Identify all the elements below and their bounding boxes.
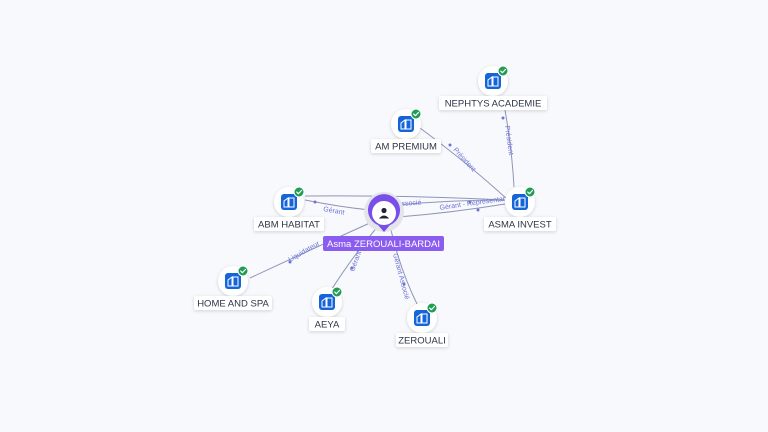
company-label-bg xyxy=(194,296,272,310)
company-name: AM PREMIUM xyxy=(375,142,437,153)
person-icon xyxy=(378,207,390,219)
building-icon xyxy=(281,194,297,210)
edge-arrow xyxy=(288,260,292,264)
company-name: ZEROUALI xyxy=(398,336,446,347)
edge-person-zerouali xyxy=(389,225,419,307)
check-badge-icon xyxy=(524,186,536,198)
edge-arrow xyxy=(468,200,472,204)
company-node-asma[interactable]: ASMA INVEST xyxy=(484,186,556,231)
edge-arrow xyxy=(501,116,505,120)
edge-label-associe: Associé xyxy=(397,200,422,208)
edge-label-president-ampremium: Président xyxy=(452,147,477,174)
check-badge-icon xyxy=(293,186,305,198)
edge-arrow xyxy=(313,200,317,204)
company-node-nephtys[interactable]: NEPHTYS ACADEMIE xyxy=(439,65,547,110)
company-label-bg xyxy=(439,96,547,110)
company-node-layer: NEPHTYS ACADEMIE AM PREMIUM ABM HABITAT ASM… xyxy=(194,65,556,347)
edge-label-gerant-associe: Gérant Associé xyxy=(391,253,410,301)
edge-label-president-nephtys: Président xyxy=(503,125,514,155)
person-label-bg xyxy=(323,236,444,251)
building-icon xyxy=(319,294,335,310)
company-name: NEPHTYS ACADEMIE xyxy=(445,99,542,110)
edge-label-gerant-abm: Gérant xyxy=(323,206,345,217)
company-node-zerouali[interactable]: ZEROUALI xyxy=(396,302,448,347)
person-node[interactable]: Asma ZEROUALI-BARDAI xyxy=(323,192,444,251)
company-node-aeya[interactable]: AEYA xyxy=(309,286,345,331)
edge-person-asma-gerant xyxy=(397,203,506,218)
company-node-ampremium[interactable]: AM PREMIUM xyxy=(371,108,441,153)
company-label-bg xyxy=(254,217,324,231)
edge-arrow xyxy=(476,208,480,212)
building-icon xyxy=(485,73,501,89)
company-label-bg xyxy=(484,217,556,231)
edge-person-aeya xyxy=(329,225,379,293)
company-name: ABM HABITAT xyxy=(258,220,320,231)
company-name: AEYA xyxy=(315,320,340,331)
company-label-bg xyxy=(371,139,441,153)
building-icon xyxy=(512,194,528,210)
building-icon xyxy=(414,310,430,326)
edge-person-home xyxy=(249,221,373,279)
building-icon xyxy=(398,116,414,132)
edge-arrow xyxy=(402,282,406,286)
company-node-abm[interactable]: ABM HABITAT xyxy=(254,186,324,231)
company-label-bg xyxy=(309,317,345,331)
edge-arrow xyxy=(350,266,354,270)
edge-label-liquidateur: Liquidateur xyxy=(288,240,322,264)
check-badge-icon xyxy=(237,265,249,277)
check-badge-icon xyxy=(331,286,343,298)
check-badge-icon xyxy=(426,302,438,314)
company-name: HOME AND SPA xyxy=(197,299,269,310)
edge-person-asma-associe xyxy=(397,199,506,206)
edge-asma-ampremium xyxy=(419,127,509,201)
building-icon xyxy=(225,273,241,289)
edge-asma-nephtys xyxy=(504,109,515,188)
company-node-home[interactable]: HOME AND SPA xyxy=(194,265,272,310)
check-badge-icon xyxy=(410,108,422,120)
company-name: ASMA INVEST xyxy=(488,220,552,231)
edge-arrow xyxy=(448,143,452,147)
person-name: Asma ZEROUALI-BARDAI xyxy=(327,239,440,250)
check-badge-icon xyxy=(497,65,509,77)
company-label-bg xyxy=(396,333,448,347)
edge-asma-abm xyxy=(304,195,506,201)
edge-label-gerant-aeya: Gérant xyxy=(349,250,363,273)
